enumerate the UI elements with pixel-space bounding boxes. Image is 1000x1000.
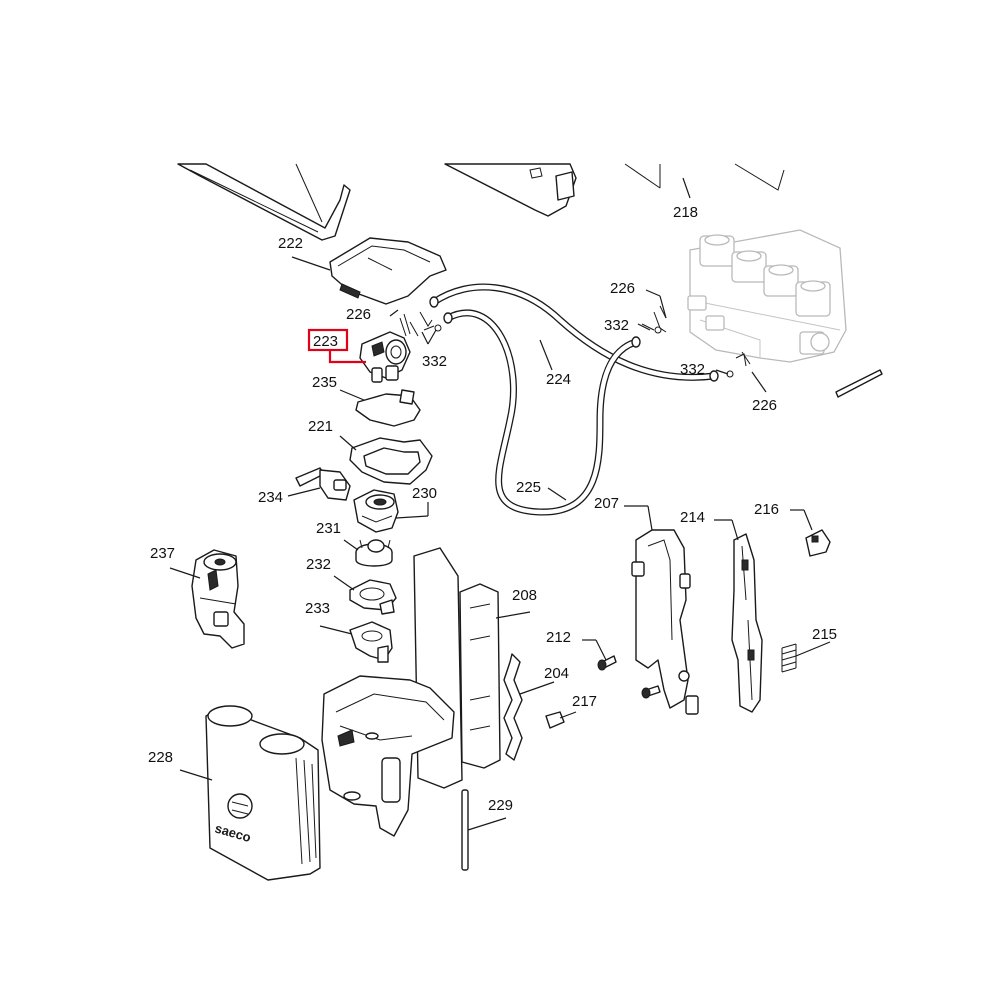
part-234-pin: [287, 467, 351, 501]
callout-229: 229: [488, 797, 513, 814]
part-207-bracket: [624, 505, 699, 715]
part-223-valve: [359, 331, 411, 383]
callout-207: 207: [594, 495, 619, 512]
part-217-clip: [545, 711, 577, 729]
callout-234: 234: [258, 489, 283, 506]
part-237-valve: [169, 549, 245, 649]
callout-230: 230: [412, 485, 437, 502]
callout-226-right-upper: 226: [610, 280, 635, 297]
part-222-lid: [291, 237, 447, 305]
part-231: [343, 539, 393, 567]
callout-221: 221: [308, 418, 333, 435]
part-233: [319, 621, 393, 663]
part-218-frame: [624, 163, 785, 199]
part-228-front-cover: saeco: [179, 705, 321, 881]
rod-right-edge: [835, 369, 883, 398]
callout-235: 235: [312, 374, 337, 391]
tube-225: [444, 309, 640, 516]
water-tank-base: [321, 675, 455, 837]
callout-222: 222: [278, 235, 303, 252]
part-230: [353, 489, 429, 533]
tube-224: [430, 283, 718, 381]
part-223-highlight: [307, 328, 366, 364]
callout-212: 212: [546, 629, 571, 646]
part-221-seal-frame: [339, 435, 433, 485]
clips-226-332-right-upper: [637, 289, 667, 334]
callout-237: 237: [150, 545, 175, 562]
callout-224: 224: [546, 371, 571, 388]
part-232: [333, 575, 397, 615]
callout-332-right-upper: 332: [604, 317, 629, 334]
part-212-screws: [582, 639, 661, 699]
solenoid-valve-block-ghosted: [687, 229, 847, 363]
clips-226-332-left: [389, 309, 442, 345]
top-center-casing-fragment: [444, 163, 577, 217]
part-235-gasket: [339, 389, 421, 427]
callout-332-right-lower: 332: [680, 361, 705, 378]
callout-208: 208: [512, 587, 537, 604]
callout-204: 204: [544, 665, 569, 682]
callout-332-left: 332: [422, 353, 447, 370]
callout-218: 218: [673, 204, 698, 221]
clips-226-332-right-lower: [715, 351, 767, 393]
part-204-spring-plate: [503, 653, 555, 761]
callout-215: 215: [812, 626, 837, 643]
callout-226-left: 226: [346, 306, 371, 323]
callout-216: 216: [754, 501, 779, 518]
callout-228: 228: [148, 749, 173, 766]
callout-217: 217: [572, 693, 597, 710]
callout-232: 232: [306, 556, 331, 573]
part-215-spring: [781, 641, 831, 673]
part-216-clip: [790, 509, 831, 557]
callout-223-highlighted: 223: [313, 333, 338, 350]
callout-233: 233: [305, 600, 330, 617]
part-214-guide-rail: [714, 519, 763, 713]
part-229-rod: [461, 789, 507, 871]
callout-214: 214: [680, 509, 705, 526]
tube-end-fittings: [429, 296, 719, 382]
top-left-housing-fragment: [177, 163, 351, 241]
callout-231: 231: [316, 520, 341, 537]
callout-225: 225: [516, 479, 541, 496]
callout-226-right-lower: 226: [752, 397, 777, 414]
